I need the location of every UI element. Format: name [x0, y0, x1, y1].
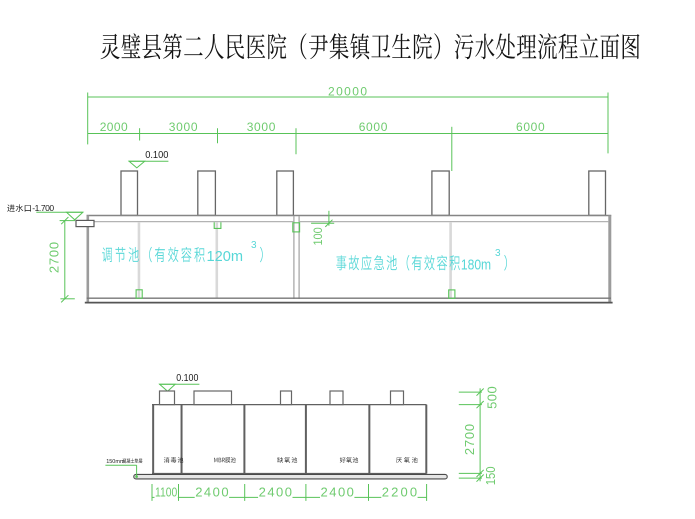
svg-text:150: 150	[483, 467, 498, 486]
svg-text:3: 3	[251, 240, 257, 251]
svg-text:500: 500	[485, 386, 500, 409]
svg-text:1100: 1100	[155, 485, 177, 500]
svg-text:6000: 6000	[516, 120, 545, 134]
svg-text:0.100: 0.100	[145, 149, 168, 161]
svg-text:2700: 2700	[462, 424, 477, 455]
svg-text:2400: 2400	[321, 485, 354, 500]
svg-text:120m: 120m	[207, 248, 244, 265]
svg-text:150mm: 150mm	[106, 459, 125, 465]
svg-text:3: 3	[495, 248, 501, 259]
svg-text:180m: 180m	[461, 256, 491, 273]
svg-text:2400: 2400	[195, 485, 228, 500]
svg-text:2400: 2400	[259, 485, 292, 500]
svg-text:0.100: 0.100	[176, 372, 198, 384]
svg-text:6000: 6000	[359, 120, 388, 134]
svg-text:3000: 3000	[169, 120, 198, 134]
svg-text:100: 100	[311, 227, 325, 246]
svg-text:2000: 2000	[100, 120, 128, 134]
svg-text:20000: 20000	[328, 85, 367, 99]
svg-text:-1.700: -1.700	[32, 203, 54, 213]
svg-text:2700: 2700	[47, 242, 62, 273]
svg-text:3000: 3000	[247, 120, 276, 134]
